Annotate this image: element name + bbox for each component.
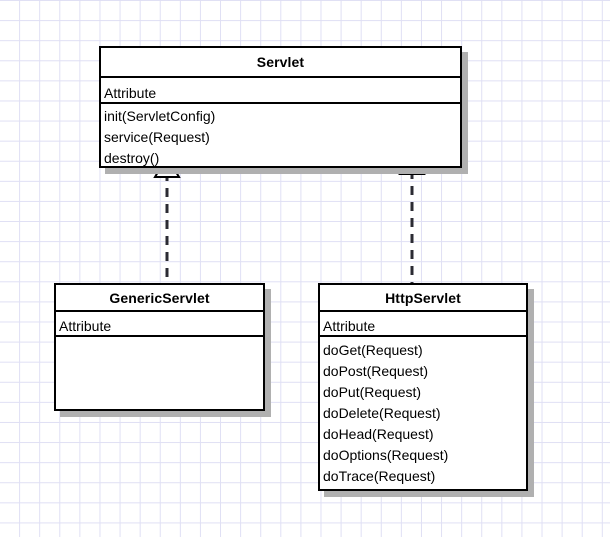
operation-row: doPut(Request) [323,384,422,400]
operation-row: init(ServletConfig) [104,108,216,124]
realization-genericservlet-to-servlet[interactable] [153,155,181,283]
uml-class-servlet[interactable]: Servlet Attribute init(ServletConfig) se… [99,46,462,168]
operation-row: doDelete(Request) [323,405,441,421]
operation-row: doPost(Request) [323,363,429,379]
operation-row: doHead(Request) [323,426,434,442]
operation-row: doOptions(Request) [323,447,449,463]
operation-row: destroy() [104,150,160,166]
operation-row: service(Request) [104,129,210,145]
attribute-row: Attribute [59,318,112,334]
operations-compartment-genericservlet [56,337,263,409]
operations-compartment-httpservlet: doGet(Request) doPost(Request) doPut(Req… [320,337,526,489]
attribute-row: Attribute [104,85,157,101]
uml-class-httpservlet[interactable]: HttpServlet Attribute doGet(Request) doP… [318,283,528,491]
uml-class-genericservlet[interactable]: GenericServlet Attribute [54,283,265,411]
operation-row: doGet(Request) [323,342,423,358]
attributes-compartment-servlet: Attribute [101,78,460,104]
attribute-row: Attribute [323,318,376,334]
class-name-genericservlet: GenericServlet [56,285,263,312]
operation-row: doTrace(Request) [323,468,436,484]
realization-httpservlet-to-servlet[interactable] [398,152,426,283]
class-name-httpservlet: HttpServlet [320,285,526,312]
attributes-compartment-httpservlet: Attribute [320,312,526,337]
operations-compartment-servlet: init(ServletConfig) service(Request) des… [101,104,460,166]
class-name-servlet: Servlet [101,48,460,78]
attributes-compartment-genericservlet: Attribute [56,312,263,337]
